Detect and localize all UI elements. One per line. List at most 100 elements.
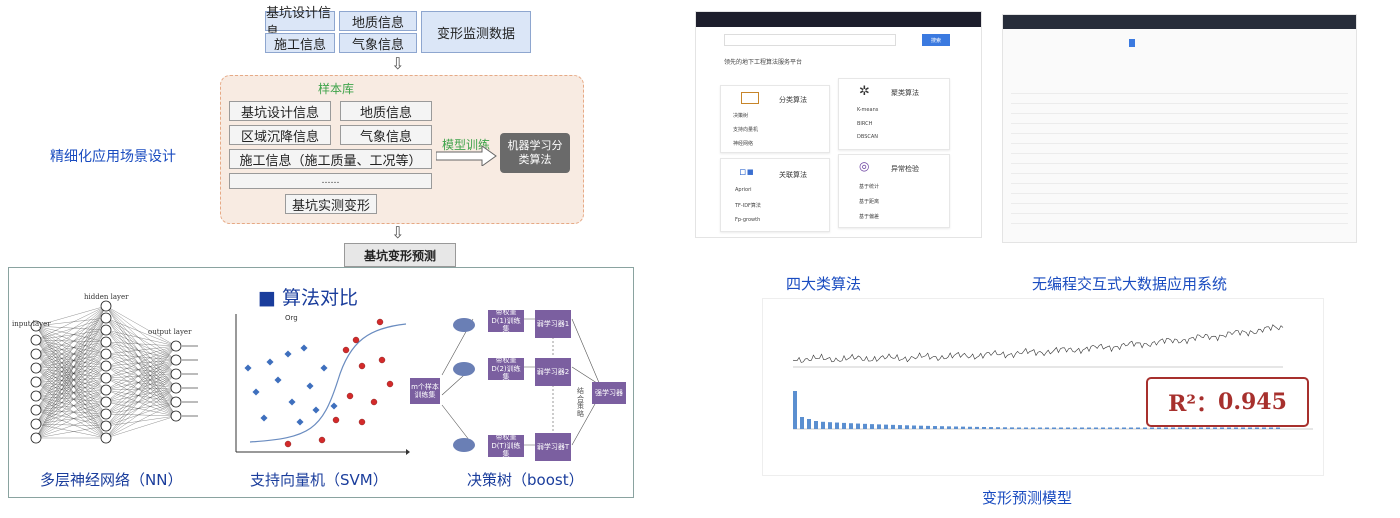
importance-bar <box>1094 427 1098 429</box>
importance-bar <box>1122 427 1126 429</box>
importance-bar <box>968 426 972 429</box>
nn-connection <box>35 423 107 439</box>
tree-learner-1: 弱学习器1 <box>535 310 571 338</box>
table-row[interactable] <box>1011 113 1348 114</box>
nn-neuron <box>170 340 182 352</box>
card-item[interactable]: 决策树 <box>733 113 749 119</box>
nn-connection <box>35 339 107 367</box>
nn-connection <box>105 387 177 415</box>
nn-neuron <box>30 320 42 332</box>
platform-search-button[interactable]: 搜索 <box>922 34 950 46</box>
nn-connection <box>35 367 107 415</box>
card-item[interactable]: 支持向量机 <box>733 127 759 133</box>
card-item[interactable]: K-means <box>857 107 879 113</box>
card-item[interactable]: 基于距离 <box>859 199 880 205</box>
nn-connection <box>35 317 107 327</box>
card-item[interactable]: 神经网络 <box>733 141 754 147</box>
importance-bar <box>1059 427 1063 429</box>
nn-connection <box>35 381 107 415</box>
table-row[interactable] <box>1011 183 1348 184</box>
card-item[interactable]: TF-IDF算法 <box>735 203 761 209</box>
nn-connection <box>105 345 177 427</box>
nn-connection <box>35 377 107 411</box>
card-item[interactable]: Fp-growth <box>735 217 761 223</box>
tree-root-1 <box>453 318 475 332</box>
nn-connection <box>105 317 177 375</box>
svm-point-red <box>284 440 292 448</box>
nn-connection <box>35 389 107 439</box>
nn-connection <box>105 329 177 417</box>
nn-connection <box>35 317 107 355</box>
nn-neuron <box>170 382 182 394</box>
nn-connection <box>105 341 177 375</box>
nn-neuron <box>170 410 182 422</box>
platform-heading: 领先的地下工程算法服务平台 <box>724 59 803 66</box>
nn-connection <box>105 317 177 347</box>
nn-connection <box>35 401 107 425</box>
nn-connection <box>105 359 177 427</box>
nn-connection <box>105 317 177 361</box>
nn-connection <box>35 305 107 383</box>
system-header <box>1003 15 1356 29</box>
nn-connection <box>105 329 177 375</box>
card-item[interactable]: BIRCH <box>857 121 873 127</box>
nn-input-label: input layer <box>12 320 51 328</box>
table-row[interactable] <box>1011 153 1348 154</box>
table-row[interactable] <box>1011 93 1348 94</box>
nn-connection <box>35 305 107 439</box>
system-caption: 无编程交互式大数据应用系统 <box>1032 275 1228 293</box>
nn-connection <box>105 305 177 417</box>
table-row[interactable] <box>1011 193 1348 194</box>
nn-connection <box>105 373 177 379</box>
table-row[interactable] <box>1011 133 1348 134</box>
nn-connection <box>105 373 177 427</box>
nn-connection <box>35 365 107 369</box>
nn-neuron <box>30 418 42 430</box>
tree-sample-set: m个样本训练集 <box>410 378 440 404</box>
svm-point-blue <box>274 376 282 384</box>
sample-settlement-info: 区域沉降信息 <box>229 125 331 145</box>
importance-bar <box>870 424 874 429</box>
card-classification[interactable]: 分类算法 决策树 支持向量机 神经网络 <box>720 85 830 153</box>
nn-connection <box>105 353 177 417</box>
table-row[interactable] <box>1011 203 1348 204</box>
input-geology-info: 地质信息 <box>339 11 417 31</box>
card-item[interactable]: 基于偏差 <box>859 214 880 220</box>
card-item[interactable]: Apriori <box>735 187 752 193</box>
card-title: 异常检验 <box>891 165 919 173</box>
assoc-icon: ▫▪ <box>739 165 754 178</box>
card-association[interactable]: ▫▪ 关联算法 Apriori TF-IDF算法 Fp-growth <box>720 158 830 232</box>
card-clustering[interactable]: ✲ 聚类算法 K-means BIRCH DBSCAN <box>838 78 950 150</box>
nn-connection <box>35 367 107 427</box>
system-tab-marker[interactable] <box>1129 39 1135 47</box>
tree-learner-2: 弱学习器2 <box>535 358 571 386</box>
table-row[interactable] <box>1011 213 1348 214</box>
table-row[interactable] <box>1011 223 1348 224</box>
sample-weather-info: 气象信息 <box>340 125 432 145</box>
importance-bar <box>1220 427 1224 429</box>
platform-search-input[interactable] <box>724 34 896 46</box>
importance-bar <box>1157 427 1161 429</box>
card-item[interactable]: 基于统计 <box>859 184 880 190</box>
nn-connection <box>105 389 177 403</box>
model-caption: 变形预测模型 <box>982 489 1073 507</box>
r2-label: R²： <box>1168 391 1219 417</box>
table-row[interactable] <box>1011 143 1348 144</box>
card-anomaly[interactable]: ◎ 异常检验 基于统计 基于距离 基于偏差 <box>838 154 950 228</box>
table-row[interactable] <box>1011 163 1348 164</box>
nn-connection <box>105 317 177 403</box>
nn-neuron <box>100 420 112 432</box>
fingerprint-icon: ◎ <box>859 159 870 173</box>
nn-connection <box>35 401 107 411</box>
table-row[interactable] <box>1011 173 1348 174</box>
card-item[interactable]: DBSCAN <box>857 134 879 140</box>
nn-connection <box>105 377 177 417</box>
nn-connection <box>105 353 177 403</box>
nn-connection <box>35 409 107 415</box>
nn-connection <box>105 305 177 389</box>
svm-point-red <box>346 392 354 400</box>
importance-bar <box>1171 427 1175 429</box>
table-row[interactable] <box>1011 103 1348 104</box>
nn-connection <box>35 341 107 383</box>
table-row[interactable] <box>1011 123 1348 124</box>
